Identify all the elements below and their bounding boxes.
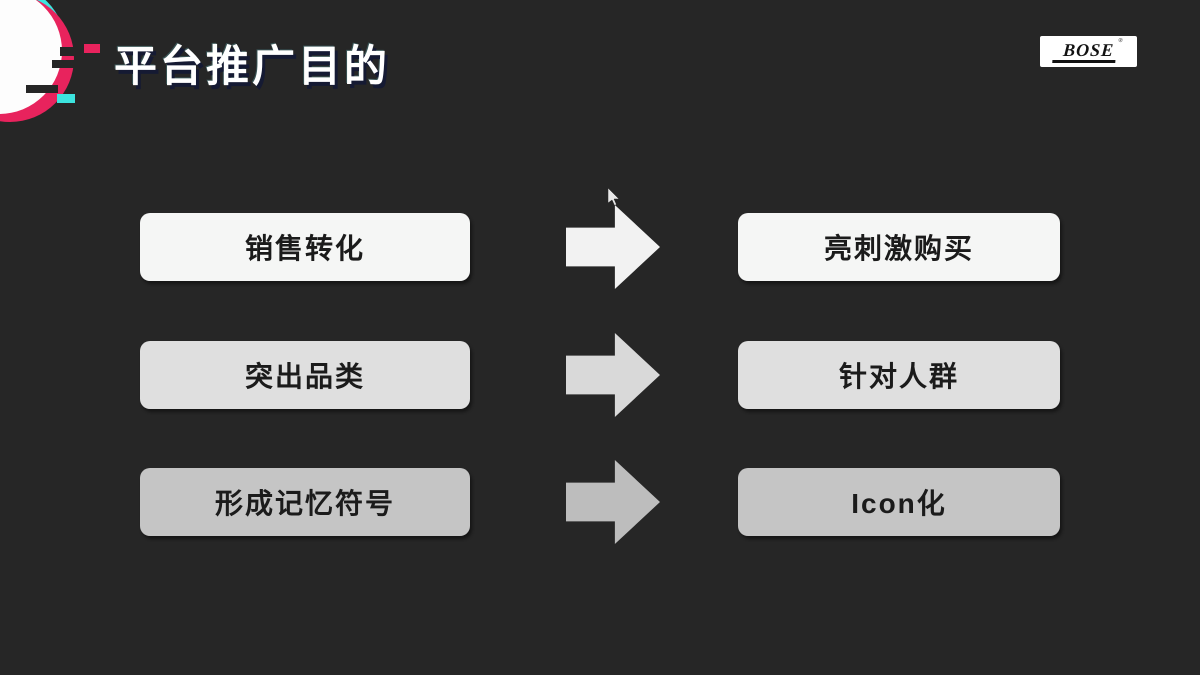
arrow-right-icon bbox=[566, 460, 660, 544]
flow-row: 突出品类 针对人群 bbox=[0, 333, 1200, 417]
flow-box-source: 销售转化 bbox=[140, 213, 470, 281]
flow-box-target: 针对人群 bbox=[738, 341, 1060, 409]
logo-pink-layer bbox=[0, 0, 74, 122]
mouse-cursor-icon bbox=[607, 188, 620, 206]
flow-box-source: 形成记忆符号 bbox=[140, 468, 470, 536]
logo-glitch-slice bbox=[60, 47, 102, 56]
logo-cyan-dash bbox=[57, 94, 75, 103]
flow-box-target: 亮刺激购买 bbox=[738, 213, 1060, 281]
flow-row: 销售转化 亮刺激购买 bbox=[0, 205, 1200, 289]
arrow-right-icon bbox=[566, 205, 660, 289]
bose-wordmark: BOSE® bbox=[1052, 38, 1123, 63]
page-title: 平台推广目的 bbox=[114, 43, 390, 91]
trademark-symbol: ® bbox=[1118, 37, 1123, 44]
logo-glitch-slice bbox=[52, 60, 82, 68]
logo-glitch-slice bbox=[26, 85, 58, 93]
logo-pink-dash bbox=[84, 44, 100, 53]
flow-box-target: Icon化 bbox=[738, 468, 1060, 536]
bose-logo: BOSE® bbox=[1040, 36, 1137, 67]
flow-box-source: 突出品类 bbox=[140, 341, 470, 409]
arrow-right-icon bbox=[566, 333, 660, 417]
logo-cyan-layer bbox=[0, 0, 66, 111]
logo-white-layer bbox=[0, 0, 62, 114]
flow-row: 形成记忆符号 Icon化 bbox=[0, 460, 1200, 544]
